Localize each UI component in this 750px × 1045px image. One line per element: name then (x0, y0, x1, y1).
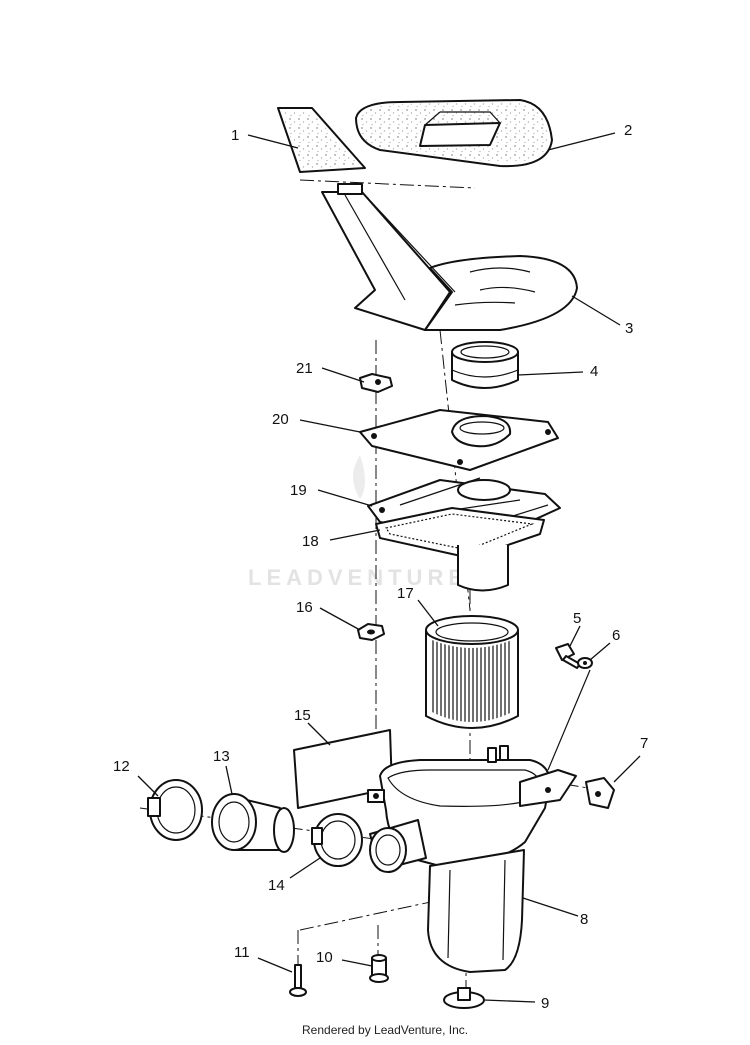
watermark: LEADVENTURE (248, 455, 468, 590)
part-3-intake-cover (321, 183, 578, 331)
part-14-hose-clamp (311, 813, 363, 867)
part-2-foam-seal (355, 99, 553, 168)
inlet-spout (369, 819, 427, 873)
part-21-wing-nut (359, 373, 393, 393)
part-5-bolt (555, 643, 581, 669)
part-10-spacer (369, 954, 389, 983)
callout-6: 6 (612, 627, 620, 644)
part-16-nut (357, 623, 385, 641)
callout-17: 17 (397, 585, 414, 602)
part-4-sleeve (451, 341, 519, 389)
callout-14: 14 (268, 877, 285, 894)
callout-3: 3 (625, 320, 633, 337)
callout-8: 8 (580, 911, 588, 928)
part-9-drain-valve (443, 987, 485, 1009)
callout-21: 21 (296, 360, 313, 377)
callout-13: 13 (213, 748, 230, 765)
svg-text:LEADVENTURE: LEADVENTURE (248, 565, 468, 590)
part-7-bracket (585, 777, 615, 809)
part-6-washer (577, 657, 593, 669)
callout-1: 1 (231, 127, 239, 144)
outlet-tube (457, 545, 509, 592)
part-17-filter-element (425, 615, 519, 729)
callout-20: 20 (272, 411, 289, 428)
part-12-hose-clamp (147, 779, 203, 841)
callout-7: 7 (640, 735, 648, 752)
callout-18: 18 (302, 533, 319, 550)
callout-10: 10 (316, 949, 333, 966)
callout-19: 19 (290, 482, 307, 499)
callout-5: 5 (573, 610, 581, 627)
leader-lines (137, 132, 641, 1003)
callout-4: 4 (590, 363, 598, 380)
footer-credit: Rendered by LeadVenture, Inc. (302, 1023, 468, 1037)
callout-2: 2 (624, 122, 632, 139)
callout-11: 11 (234, 944, 250, 961)
callout-15: 15 (294, 707, 311, 724)
callout-9: 9 (541, 995, 549, 1012)
callout-labels: 1 2 3 4 21 20 19 18 16 17 5 6 7 15 12 13… (113, 122, 648, 1012)
callout-16: 16 (296, 599, 313, 616)
part-11-screw (289, 964, 307, 997)
part-13-adapter (211, 793, 295, 853)
part-1-foam-pad (277, 107, 366, 173)
part-20-cover-plate (359, 409, 559, 471)
callout-12: 12 (113, 758, 130, 775)
